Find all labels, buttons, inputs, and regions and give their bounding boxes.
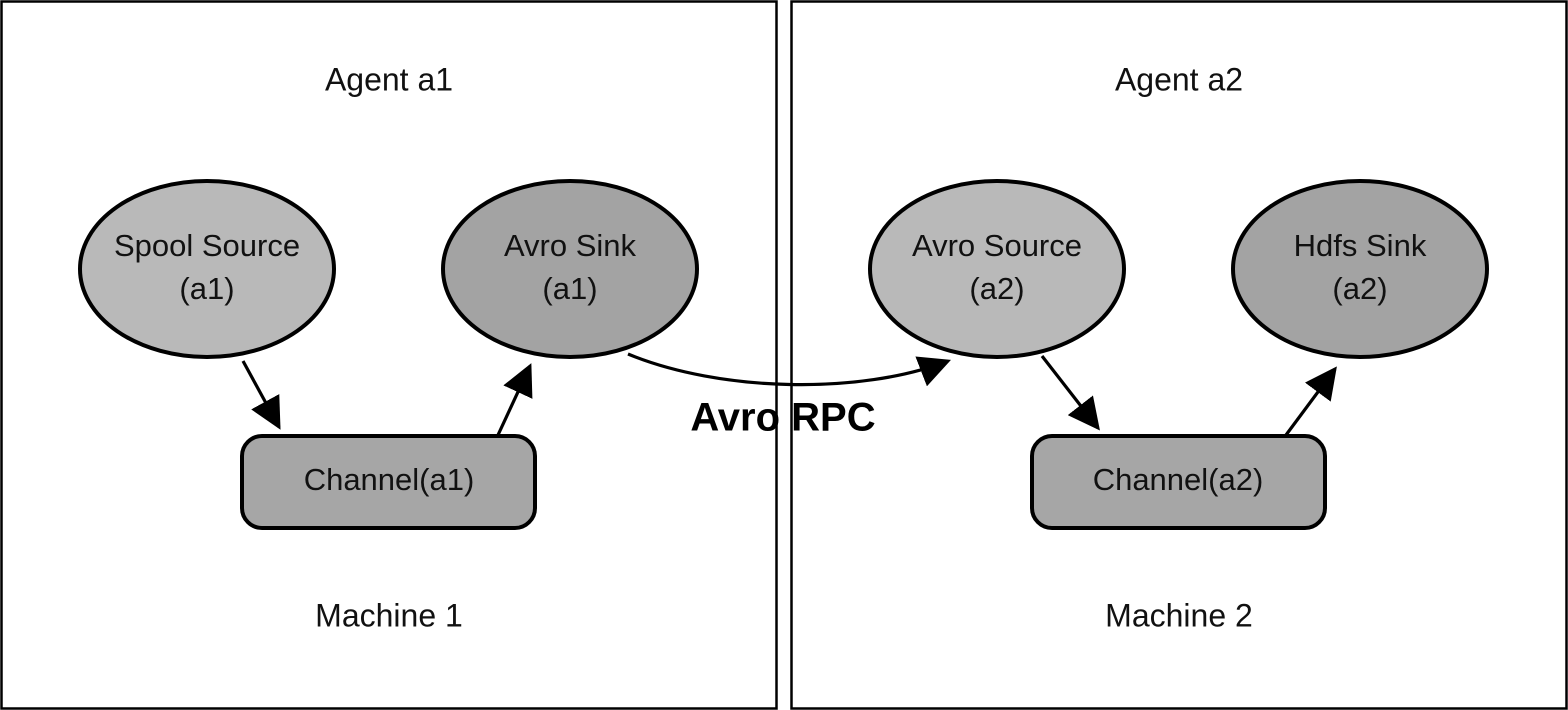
- channel-a1-node: Channel(a1): [240, 434, 537, 530]
- hdfs-sink-node: Hdfs Sink (a2): [1231, 179, 1489, 359]
- avro-sink-agent-label: (a1): [542, 271, 597, 306]
- spool-source-label: Spool Source: [114, 228, 300, 263]
- hdfs-sink-shape: [1231, 179, 1489, 359]
- spool-source-agent-label: (a1): [179, 271, 234, 306]
- avro-source-node: Avro Source (a2): [868, 179, 1126, 359]
- machine-2-panel: Agent a2 Avro Source (a2) Hdfs Sink (a2)…: [790, 0, 1568, 710]
- channel-a1-label: Channel(a1): [304, 462, 475, 497]
- hdfs-sink-label: Hdfs Sink: [1294, 228, 1427, 263]
- spool-source-to-channel-arrow: [241, 360, 281, 430]
- agent-a1-label: Agent a1: [325, 61, 453, 97]
- spool-source-shape: [78, 179, 336, 359]
- avro-source-shape: [868, 179, 1126, 359]
- machine-1-label: Machine 1: [315, 597, 463, 633]
- machine-2-border: [790, 0, 1568, 710]
- hdfs-sink-agent-label: (a2): [1332, 271, 1387, 306]
- avro-sink-node: Avro Sink (a1): [441, 179, 699, 359]
- avro-sink-shape: [441, 179, 699, 359]
- avro-sink-label: Avro Sink: [504, 228, 637, 263]
- channel-a1-shape: [240, 434, 537, 530]
- channel-a2-label: Channel(a2): [1093, 462, 1264, 497]
- avro-rpc-label: Avro RPC: [690, 396, 875, 440]
- avro-source-to-channel-arrow: [1040, 355, 1100, 431]
- spool-source-node: Spool Source (a1): [78, 179, 336, 359]
- channel-a2-shape: [1030, 434, 1327, 530]
- machine-1-border: [0, 0, 778, 710]
- machine-1-panel: Agent a1 Spool Source (a1) Avro Sink (a1…: [0, 0, 778, 710]
- channel-to-avro-sink-arrow: [496, 363, 533, 436]
- machine-2-label: Machine 2: [1105, 597, 1253, 633]
- avro-rpc-arrow: [627, 352, 951, 387]
- avro-source-label: Avro Source: [912, 228, 1082, 263]
- agent-a2-label: Agent a2: [1115, 61, 1243, 97]
- avro-source-agent-label: (a2): [969, 271, 1024, 306]
- channel-to-hdfs-sink-arrow: [1284, 366, 1337, 436]
- channel-a2-node: Channel(a2): [1030, 434, 1327, 530]
